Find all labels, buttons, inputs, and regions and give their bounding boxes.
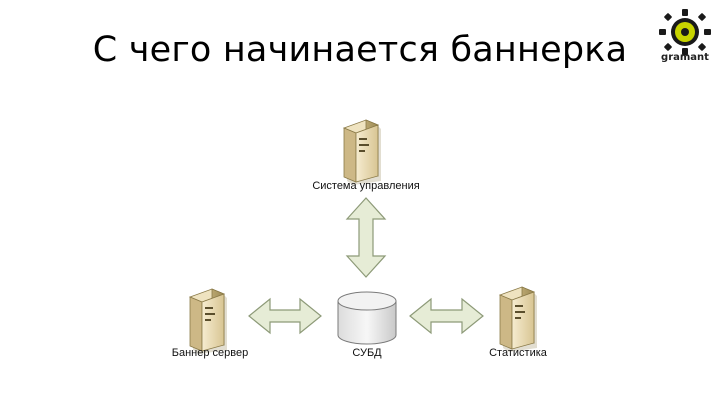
logo-text: gramant [661, 52, 709, 63]
banner-server-icon [189, 288, 228, 355]
arrow-management-dbms [345, 197, 387, 278]
statistics-server-icon [499, 286, 538, 353]
statistics-label: Статистика [489, 347, 547, 359]
gramant-logo-icon [659, 9, 711, 55]
slide-title: С чего начинается баннерка [92, 30, 628, 70]
arrow-dbms-statistics [409, 297, 484, 335]
banner-server-label: Баннер сервер [171, 347, 249, 359]
management-label: Система управления [312, 180, 420, 192]
dbms-label: СУБД [352, 347, 382, 359]
management-server-icon [343, 119, 382, 186]
arrow-banner-dbms [248, 297, 322, 335]
database-icon [337, 291, 397, 345]
